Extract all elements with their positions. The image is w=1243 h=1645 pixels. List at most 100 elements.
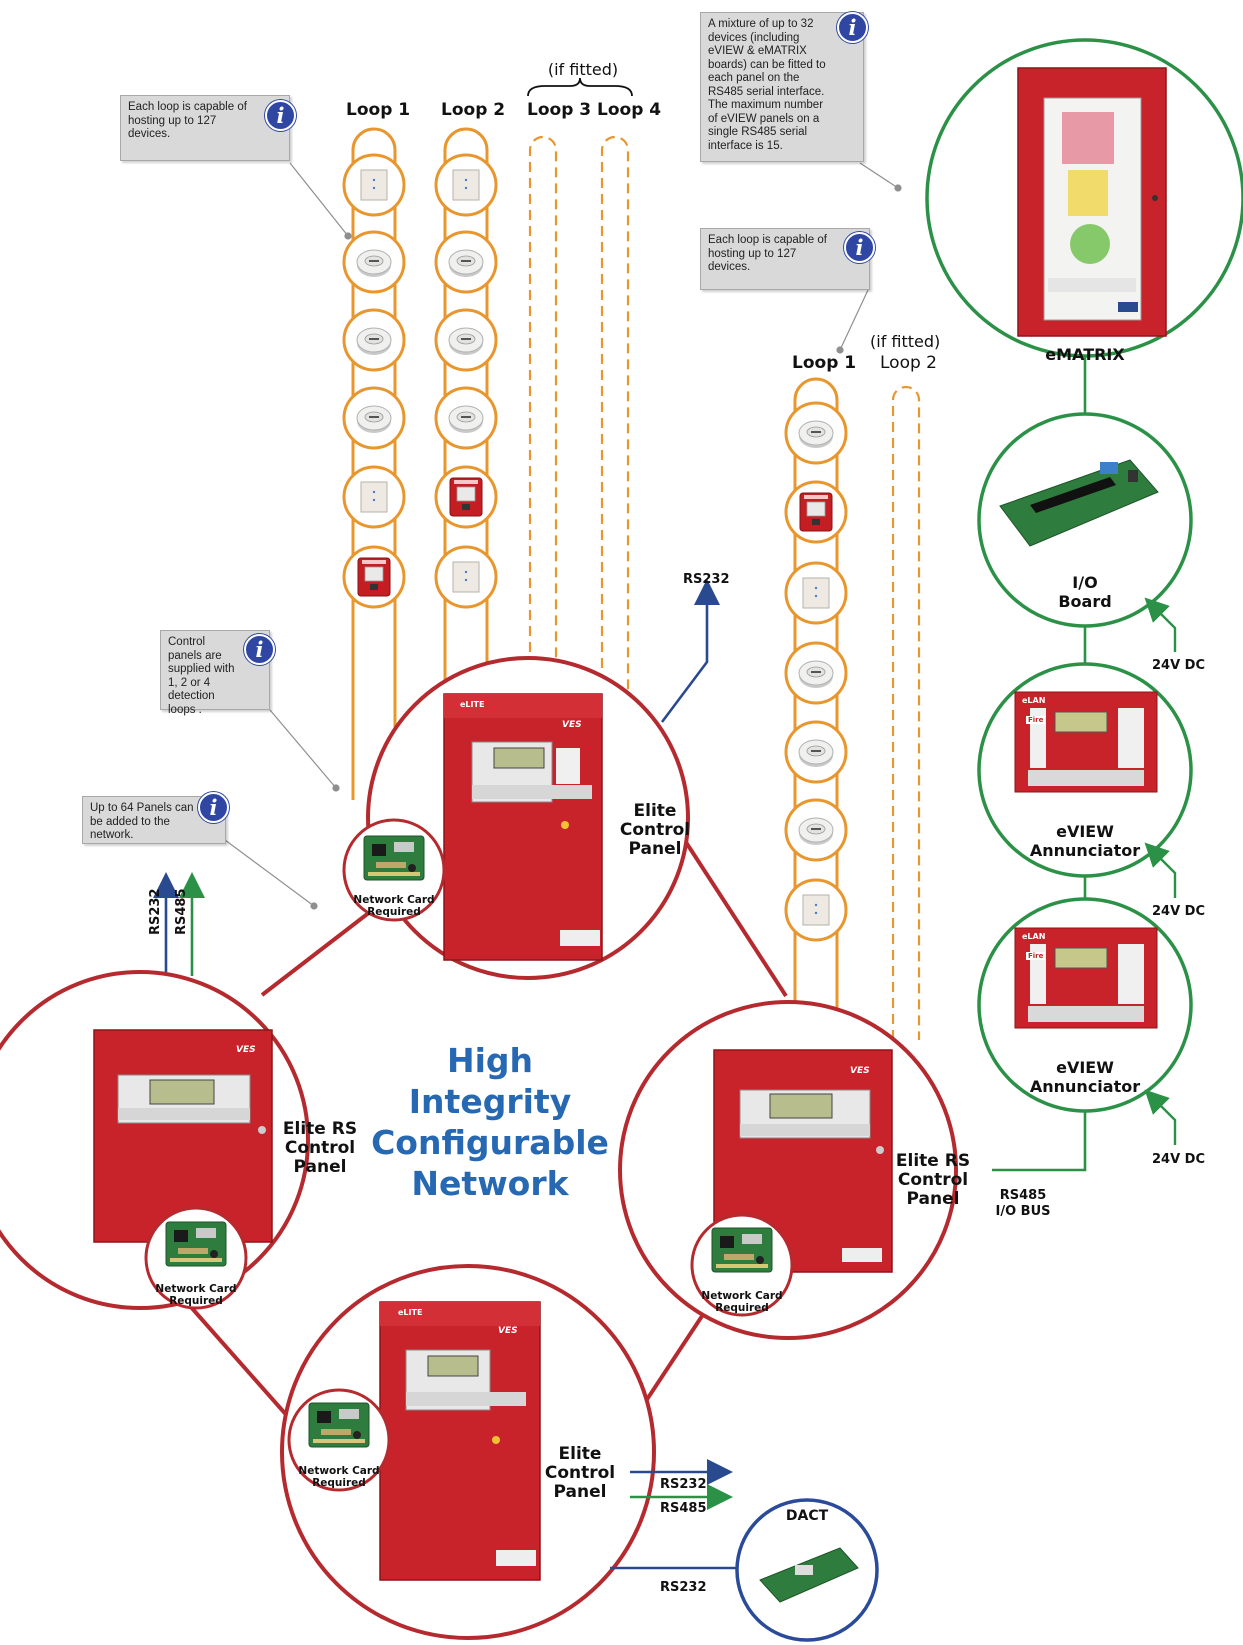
panel-name-line: Panel <box>553 1482 607 1502</box>
panel-name-line: Panel <box>293 1157 347 1177</box>
network-card-line: Network Card <box>298 1465 380 1477</box>
io-bus-line: RS485 <box>999 1188 1047 1203</box>
callout-leaders <box>224 162 902 910</box>
loop-1-devices <box>342 153 406 609</box>
brand-elan-1: eLAN <box>1022 696 1046 705</box>
network-card-right <box>690 1213 794 1317</box>
panel-name-line: Elite RS <box>895 1151 971 1171</box>
io-bus-line: I/O BUS <box>995 1204 1051 1219</box>
note-rs485-mixture: A mixture of up to 32 devices (including… <box>700 12 864 162</box>
loop-2-label: Loop 2 <box>441 100 506 120</box>
brand-elite-top: eLITE <box>460 700 485 709</box>
brand-fire-1: Fire <box>1026 716 1046 724</box>
panel-name-line: Control <box>897 1170 969 1190</box>
ematrix-label: eMATRIX <box>1045 345 1125 364</box>
note-text: Each loop is capable of hosting up to 12… <box>708 234 827 273</box>
loop-3-line <box>528 135 558 700</box>
power-label-1: 24V DC <box>1152 658 1206 673</box>
left-panel-name: Elite RS Control Panel <box>270 1120 370 1177</box>
panel-name-line: Elite RS <box>282 1119 358 1139</box>
brand-elite-bottom: eLITE <box>398 1308 423 1317</box>
rs485-io-bus-label: RS485 I/O BUS <box>988 1188 1058 1220</box>
loop-4-line <box>600 135 630 700</box>
rs232-label-top: RS232 <box>683 572 730 587</box>
brand-ves-left: VES <box>236 1045 256 1055</box>
network-card-line: Required <box>312 1477 366 1489</box>
io-board-line: I/O <box>1072 573 1098 592</box>
network-card-bottom <box>287 1388 391 1492</box>
panel-name-line: Elite <box>633 801 677 821</box>
panel-name-line: Control <box>284 1138 356 1158</box>
power-arrows <box>1144 597 1177 1145</box>
eview-line: eVIEW <box>1056 822 1114 841</box>
if-fitted-label-left: (if fitted) <box>547 60 619 79</box>
loop-4-label: Loop 4 <box>597 100 662 120</box>
note-text: A mixture of up to 32 devices (including… <box>708 18 826 152</box>
right-loop-2-line <box>891 385 921 1040</box>
dact-label: DACT <box>785 1508 829 1524</box>
loop-2-line <box>443 127 489 800</box>
panel-name-line: Control <box>544 1463 616 1483</box>
panel-name-line: Elite <box>558 1444 602 1464</box>
network-card-line: Required <box>367 906 421 918</box>
network-card-label-right: Network Card Required <box>692 1290 792 1314</box>
info-icon: i <box>265 100 296 131</box>
eview-2-label: eVIEW Annunciator <box>1020 1058 1150 1096</box>
panel-name-line: Panel <box>628 839 682 859</box>
note-loop-capacity-left: Each loop is capable of hosting up to 12… <box>120 95 290 161</box>
ematrix-ring <box>925 38 1243 358</box>
network-card-label-left: Network Card Required <box>146 1283 246 1307</box>
network-card-left <box>144 1206 248 1310</box>
power-label-3: 24V DC <box>1152 1152 1206 1167</box>
if-fitted-brace <box>527 77 633 97</box>
brand-elan-2: eLAN <box>1022 932 1046 941</box>
loop-1-label: Loop 1 <box>346 100 411 120</box>
eview-line: Annunciator <box>1029 841 1141 860</box>
right-loop-1-line <box>793 377 839 1010</box>
loop-3-label: Loop 3 <box>527 100 592 120</box>
io-board-ring <box>977 412 1193 628</box>
brand-fire-2: Fire <box>1026 952 1046 960</box>
network-card-label-bottom: Network Card Required <box>289 1465 389 1489</box>
headline-line: Integrity <box>408 1082 572 1121</box>
info-icon: i <box>844 232 875 263</box>
rs232-label-vertical: RS232 <box>148 888 163 935</box>
rs485-label-bottom: RS485 <box>660 1501 707 1516</box>
eview-1-label: eVIEW Annunciator <box>1020 822 1150 860</box>
panel-name-line: Panel <box>906 1189 960 1209</box>
info-icon: i <box>837 12 868 43</box>
network-card-label-top: Network Card Required <box>344 894 444 918</box>
network-card-line: Network Card <box>701 1290 783 1302</box>
note-text: Up to 64 Panels can be added to the netw… <box>90 802 194 841</box>
loop-1-line <box>351 127 397 800</box>
signal-arrows <box>153 579 737 1570</box>
eview-line: eVIEW <box>1056 1058 1114 1077</box>
right-loop-2-label: Loop 2 <box>880 353 937 373</box>
network-card-line: Required <box>715 1302 769 1314</box>
dact-ring <box>735 1498 879 1642</box>
power-label-2: 24V DC <box>1152 904 1206 919</box>
right-panel-name: Elite RS Control Panel <box>883 1152 983 1209</box>
rs232-label-dact: RS232 <box>660 1580 707 1595</box>
io-board-label: I/O Board <box>1035 573 1135 611</box>
rs485-label-vertical: RS485 <box>174 888 189 935</box>
panel-name-line: Control <box>619 820 691 840</box>
note-text: Each loop is capable of hosting up to 12… <box>128 101 247 140</box>
elite-control-panel-top <box>366 656 690 980</box>
right-loop-1-devices <box>784 401 848 942</box>
info-icon: i <box>198 792 229 823</box>
bottom-panel-name: Elite Control Panel <box>530 1445 630 1502</box>
loop-2-devices <box>434 153 498 609</box>
info-icon: i <box>244 634 275 665</box>
brand-ves-right: VES <box>850 1066 870 1076</box>
brand-ves-bottom: VES <box>498 1326 518 1336</box>
rs232-label-bottom: RS232 <box>660 1477 707 1492</box>
network-card-top <box>342 818 446 922</box>
headline-line: Configurable <box>371 1123 609 1162</box>
headline-line: High <box>446 1041 534 1080</box>
eview-line: Annunciator <box>1029 1077 1141 1096</box>
right-loop-1-label: Loop 1 <box>792 353 857 373</box>
elite-control-panel-bottom <box>280 1264 656 1640</box>
network-card-line: Required <box>169 1295 223 1307</box>
